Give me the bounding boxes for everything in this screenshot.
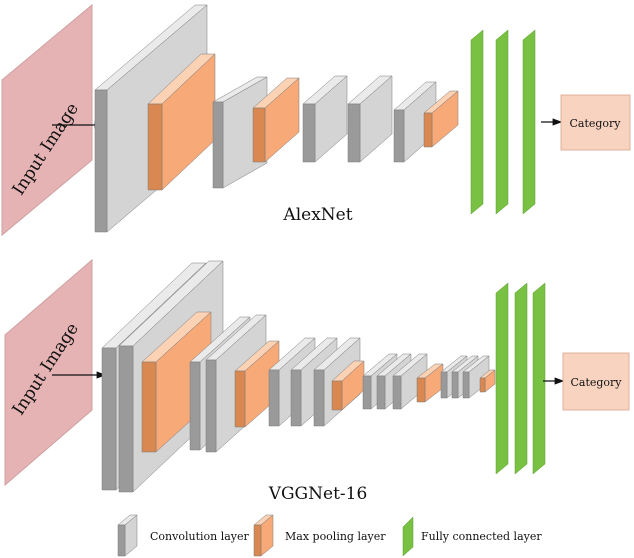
network-title: AlexNet [282,205,352,225]
convolution-layer [393,81,437,163]
vggnet16-fc-layers [495,282,546,475]
max-pooling-layer [234,340,280,428]
layer-front-face [94,89,108,233]
layer-front-face [189,361,201,451]
legend-pool-swatch [253,514,274,557]
layer-front-face [392,375,402,410]
layer-front-face [376,375,386,410]
convolution-layer [302,75,348,163]
alexnet-layers [94,4,459,233]
max-pooling-layer [423,90,459,148]
layer-front-face [479,377,486,393]
alexnet-diagram: Input Image Category AlexNet [1,3,631,237]
vggnet16-diagram: Input Image Category VGGNet-16 [4,258,630,504]
layer-front-face [393,109,405,163]
convolution-layer [462,355,490,399]
layer-front-face [117,524,126,557]
max-pooling-layer [416,363,444,403]
legend-fc-label: Fully connected layer [421,530,542,543]
layer-front-face [302,103,316,163]
layer-front-face [141,361,157,453]
fully-connected-layer [522,29,536,215]
network-title: VGGNet-16 [268,484,368,504]
fully-connected-layer [495,29,509,215]
legend-conv-label: Convolution layer [150,530,250,543]
layer-front-face [205,359,217,453]
alexnet-input-image: Input Image [1,3,93,237]
layer-front-face [253,524,262,557]
vggnet16-output: Category [562,352,630,411]
layer-front-face [423,112,433,148]
alexnet-fc-layers [470,29,536,215]
layer-front-face [234,370,246,428]
alexnet-output: Category [560,94,631,151]
legend-swatches [117,514,414,557]
layer-front-face [252,107,266,163]
vggnet16-layers [101,260,496,493]
layer-front-face [212,101,224,189]
layer-front-face [416,377,426,403]
output-label: Category [569,117,621,130]
layer-front-face [462,371,470,399]
layer-front-face [118,345,134,493]
layer-front-face [331,380,343,411]
fully-connected-layer [514,282,528,475]
legend-fc-swatch [402,516,414,557]
convolution-layer [347,75,393,163]
layer-front-face [290,369,302,427]
layer-front-face [440,371,448,399]
output-box [562,352,630,411]
input-panel [4,258,93,487]
layer-front-face [268,369,280,427]
max-pooling-layer [331,360,365,411]
vggnet16-input-image: Input Image [4,258,93,487]
layer-front-face [451,371,459,399]
fully-connected-layer [470,29,484,215]
max-pooling-layer [252,77,300,163]
legend-conv-swatch [117,514,138,557]
layer-front-face [101,347,117,491]
output-label: Category [570,376,622,389]
fully-connected-layer [495,282,509,475]
max-pooling-layer [141,311,212,453]
max-pooling-layer [479,369,496,393]
legend: Convolution layer Max pooling layer Full… [117,514,542,557]
layer-front-face [362,375,372,410]
convolution-layer [392,353,428,410]
layer-front-face [313,369,325,427]
output-box [560,94,631,151]
max-pooling-layer [147,53,216,191]
layer-front-face [347,103,361,163]
layer-front-face [147,103,163,191]
fully-connected-layer [532,282,546,475]
input-panel [1,3,93,237]
legend-pool-label: Max pooling layer [285,530,386,543]
